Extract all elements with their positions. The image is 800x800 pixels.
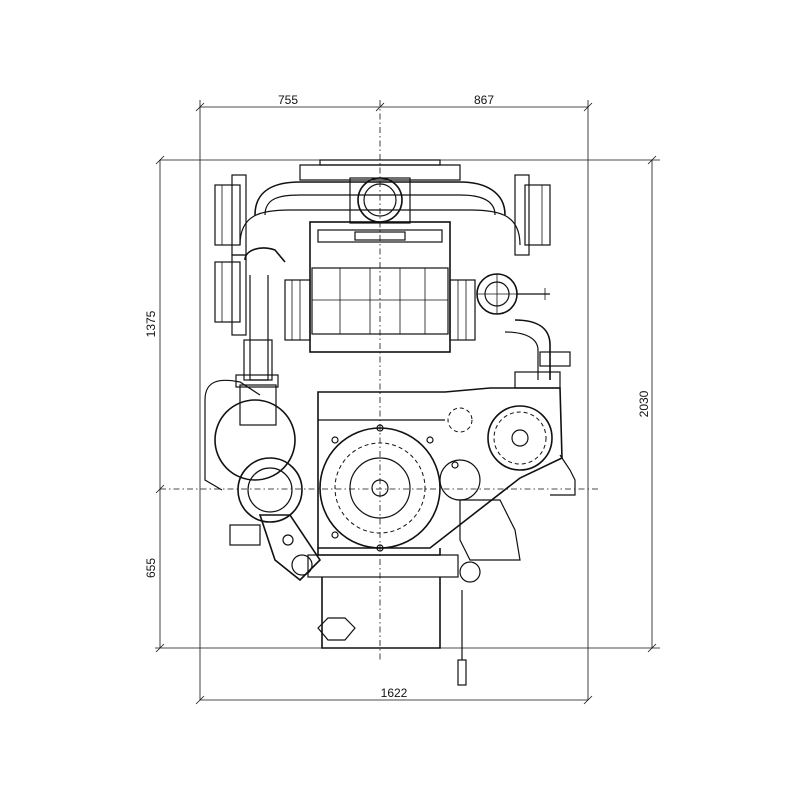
dimension-top-left: 755 (278, 93, 298, 107)
dimension-lines (155, 100, 660, 705)
center-lines (160, 100, 600, 660)
dimension-left-lower: 655 (144, 558, 158, 578)
dimension-bottom-width: 1622 (381, 686, 408, 700)
dimension-top-right: 867 (474, 93, 494, 107)
engine-outline (204, 159, 576, 686)
dimension-left-upper: 1375 (144, 310, 158, 337)
dimension-right-total: 2030 (637, 390, 651, 417)
